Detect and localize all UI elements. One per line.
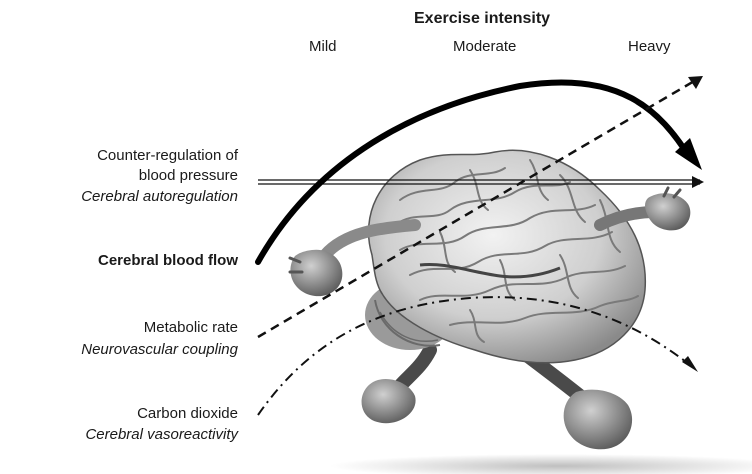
front-foot [563,389,633,450]
level-moderate: Moderate [453,38,517,55]
metabolic-label-italic: Neurovascular coupling [81,341,238,358]
co2-label-italic: Cerebral vasoreactivity [85,426,238,443]
exercise-intensity-title: Exercise intensity [414,10,551,27]
brain-body [367,149,647,364]
metabolic-arrowhead [688,76,703,89]
running-brain-illustration [288,149,691,450]
co2-curve [257,296,691,416]
right-hand [645,193,691,231]
cbf-label: Cerebral blood flow [97,252,238,269]
cbf-curve [255,79,693,265]
metabolic-line [257,78,697,339]
co2-label: Carbon dioxide [137,405,238,422]
metabolic-label: Metabolic rate [143,319,238,336]
co2-arrowhead [682,356,698,372]
brain-fissure [419,262,561,279]
left-hand [290,249,343,297]
cbf-arrowhead [675,138,702,170]
level-mild: Mild [309,38,337,55]
bp-label-italic: Cerebral autoregulation [81,188,238,205]
level-heavy: Heavy [628,38,671,55]
back-foot [361,378,416,424]
autoregulation-arrowhead [692,176,704,188]
autoregulation-line [258,176,704,188]
bp-label-line1: Counter-regulation of [97,147,238,164]
bp-label-line2: blood pressure [138,167,238,184]
ground-shadow [330,454,752,474]
